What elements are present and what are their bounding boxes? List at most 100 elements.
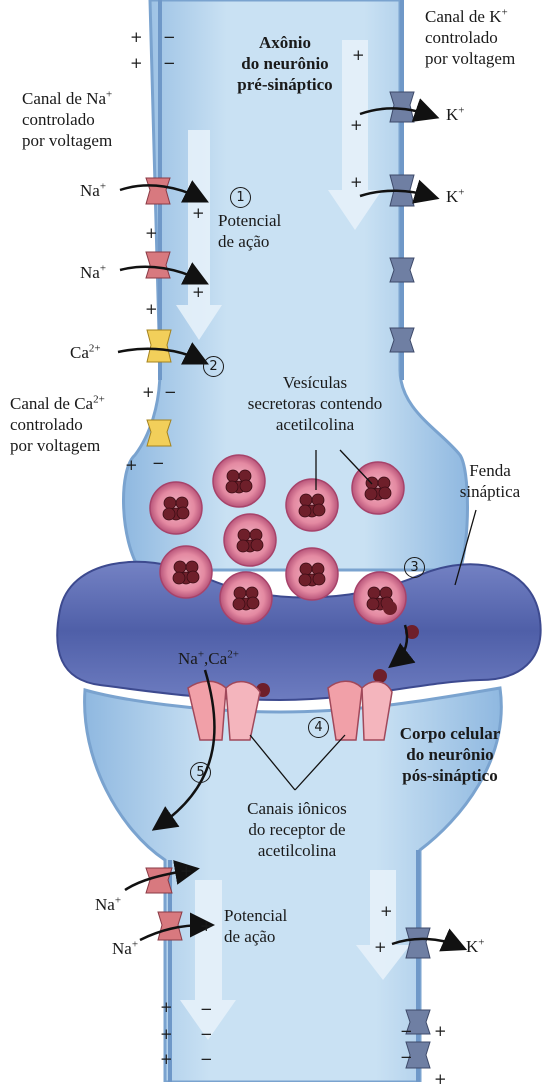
na-channel-label-text: Canal de Na [22,89,106,108]
charge-sup: 2+ [93,393,105,405]
action-potential-text: Potencial [218,210,281,231]
action-potential-label-top: Potencial de ação [218,210,281,252]
charge-sup: + [106,88,112,100]
action-potential-text: de ação [218,231,281,252]
ca-channel-label: Canal de Ca2+ controlado por voltagem [10,393,105,456]
na-ion-label: Na+ [112,938,138,959]
na-ion-text: Na [80,181,100,200]
ca-channel-label-text: Canal de Ca [10,394,93,413]
na-ca-ion-label: Na+,Ca2+ [178,648,239,669]
step-1-marker: 1 [230,187,251,208]
ach-molecule [365,488,377,500]
receptor-label-text: acetilcolina [222,840,372,861]
ach-molecule [164,497,176,509]
plus-charge: + [352,48,365,63]
charge-sup: + [132,938,138,950]
step-5-marker: 5 [190,762,211,783]
na-channel-label-text: controlado [22,109,112,130]
minus-charge: − [200,1052,213,1067]
cleft-label-text: Fenda [445,460,535,481]
presynaptic-title-line: Axônio [225,32,345,53]
ach-molecule [300,563,312,575]
charge-sup: + [458,186,464,198]
charge-sup: + [501,6,507,18]
step-2-marker: 2 [203,356,224,377]
action-potential-text: Potencial [224,905,287,926]
receptor-label-text: Canais iônicos [222,798,372,819]
minus-charge: − [152,456,165,471]
minus-charge: − [200,1002,213,1017]
charge-sup: + [100,262,106,274]
ca-channel-label-text: controlado [10,414,105,435]
charge-sup: + [115,894,121,906]
ach-molecule [247,597,259,609]
na-ion-text: Na [95,895,115,914]
vesicles-label-text: acetilcolina [215,414,415,435]
charge-sup: 2+ [89,342,101,354]
na-channel-label-text: por voltagem [22,130,112,151]
presynaptic-title-line: do neurônio [225,53,345,74]
ach-molecule [313,504,325,516]
ach-molecule [379,487,391,499]
ca-ion-text: Ca [70,343,89,362]
plus-charge: + [380,904,393,919]
ach-molecule [300,494,312,506]
plus-charge: + [160,1000,173,1015]
plus-charge: + [160,1027,173,1042]
plus-charge: + [192,206,205,221]
ach-molecule [238,529,250,541]
postsynaptic-label-text: pós-sináptico [375,765,525,786]
plus-charge: + [350,118,363,133]
na-ion-text: Na [112,939,132,958]
na-ion-text: Na [178,649,198,668]
k-ion-label: K+ [466,936,485,957]
presynaptic-title-line: pré-sináptico [225,74,345,95]
plus-charge: + [142,385,155,400]
ca-ion-text: Ca [208,649,227,668]
ca-channel-bottom [147,420,171,446]
plus-charge: + [434,1072,447,1087]
na-channel-middle [146,252,170,278]
vesicles-label: Vesículas secretoras contendo acetilcoli… [215,372,415,435]
postsynaptic-label-text: Corpo celular [375,723,525,744]
plus-charge: + [350,175,363,190]
minus-charge: − [400,1024,413,1039]
ach-molecule [237,540,249,552]
ach-molecule [234,587,246,599]
charge-sup: + [100,180,106,192]
ach-molecule [240,480,252,492]
ca-ion-label: Ca2+ [70,342,101,363]
ach-molecule [313,573,325,585]
na-ion-label: Na+ [80,262,106,283]
k-ion-text: K [446,187,458,206]
k-channel-label-text: por voltagem [425,48,515,69]
cleft-label-text: sináptica [445,481,535,502]
na-ion-text: Na [80,263,100,282]
k-channel-label: Canal de K+ controlado por voltagem [425,6,515,69]
minus-charge: − [163,30,176,45]
na-channel-label: Canal de Na+ controlado por voltagem [22,88,112,151]
ach-molecule [174,561,186,573]
action-potential-label-bottom: Potencial de ação [224,905,287,947]
na-channel-post-1 [146,868,172,893]
minus-charge: − [200,1027,213,1042]
na-channel-top [146,178,170,204]
action-potential-text: de ação [224,926,287,947]
k-ion-label: K+ [446,186,465,207]
k-channel-3 [390,258,414,282]
receptor-label-text: do receptor de [222,819,372,840]
k-ion-label: K+ [446,104,465,125]
postsynaptic-label: Corpo celular do neurônio pós-sináptico [375,723,525,786]
plus-charge: + [434,1024,447,1039]
plus-charge: + [192,285,205,300]
minus-charge: − [163,56,176,71]
charge-sup: + [198,648,204,660]
k-channel-label-text: Canal de K [425,7,501,26]
k-channel-label-text: controlado [425,27,515,48]
ach-molecule [177,507,189,519]
vesicles-label-text: secretoras contendo [215,393,415,414]
ach-molecule [299,574,311,586]
ach-molecule [383,601,397,615]
k-channel-post-1 [406,928,430,958]
